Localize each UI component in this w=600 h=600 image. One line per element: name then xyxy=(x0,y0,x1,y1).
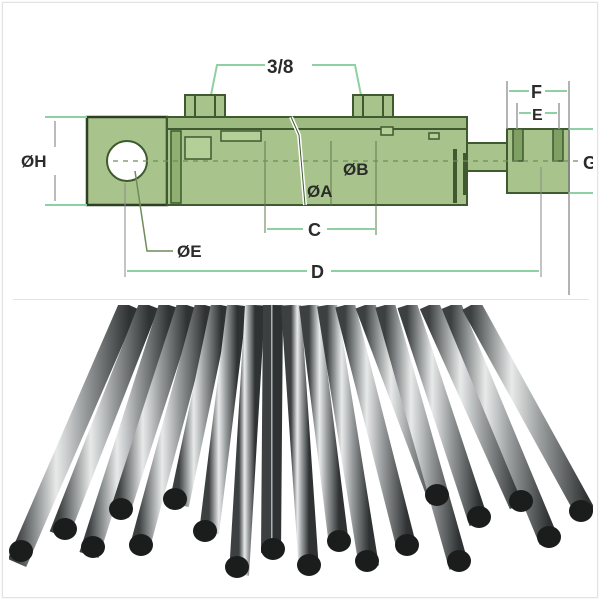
port-leader-lines xyxy=(210,64,362,96)
cylinder-barrel xyxy=(166,116,468,235)
dim-b-label: ØB xyxy=(343,160,369,179)
dim-f-label: F xyxy=(531,82,542,102)
dim-e-pin-leader xyxy=(134,170,173,252)
dim-e-clevis-label: E xyxy=(532,107,543,124)
dim-g-label-partial: G xyxy=(583,153,593,173)
dim-d xyxy=(124,167,542,277)
dim-f-e xyxy=(506,81,593,295)
rod-ends xyxy=(9,484,593,578)
cylinder-diagram: 3/8 xyxy=(9,7,593,295)
steel-rods-photo xyxy=(9,305,593,597)
panel-divider xyxy=(13,299,589,300)
dim-a-label: ØA xyxy=(307,182,333,201)
rods-bundle xyxy=(9,305,593,576)
piston-rod xyxy=(466,142,508,172)
dim-h-label: ØH xyxy=(21,152,47,171)
cylinder-drawing-svg: 3/8 xyxy=(21,57,593,295)
port-size-label: 3/8 xyxy=(267,57,293,78)
dim-e-pin-label: ØE xyxy=(177,242,202,261)
steel-rods-svg xyxy=(9,305,593,578)
dim-h xyxy=(45,116,87,206)
dim-c-label: C xyxy=(308,220,321,240)
dim-d-label: D xyxy=(311,262,324,282)
